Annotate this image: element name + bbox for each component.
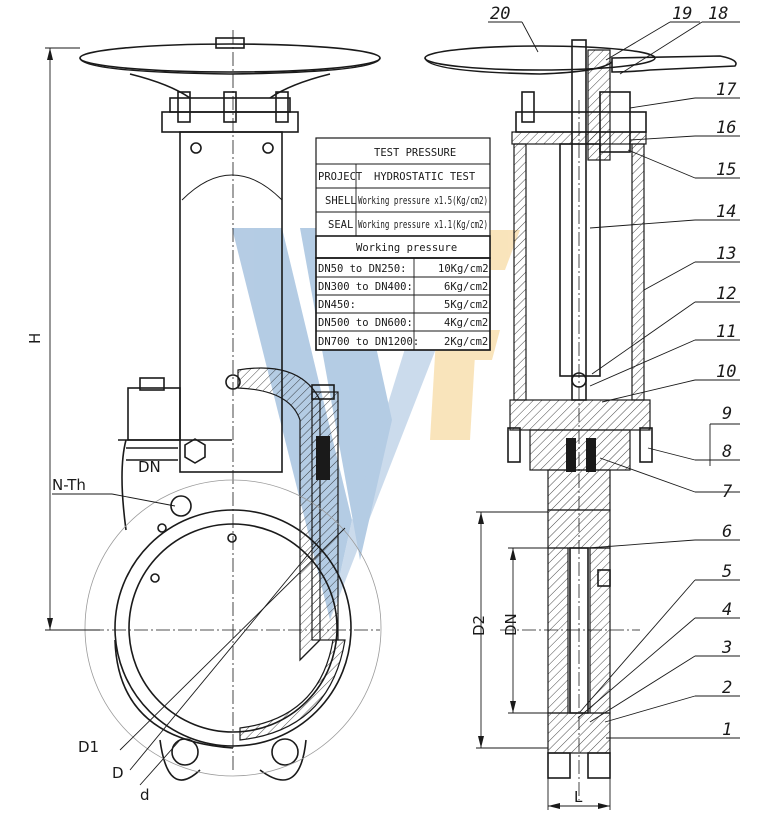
dimension-labels: H N-Th DN D1 D d D2 DN L (26, 333, 583, 806)
part-leaders (488, 21, 740, 739)
dim-H: H (26, 333, 44, 344)
range-size-5: DN700 to DN1200: (318, 336, 419, 348)
balloon-12: 12 (716, 284, 736, 304)
balloon-13: 13 (716, 244, 736, 264)
range-size-2: DN300 to DN400: (318, 281, 413, 293)
balloon-2: 2 (722, 678, 732, 698)
test-pressure-table: TEST PRESSURE PROJECT HYDROSTATIC TEST S… (315, 137, 491, 351)
dim-L: L (574, 788, 583, 806)
range-pressure-2: 6Kg/cm2 (444, 281, 488, 293)
table-working-title: Working pressure (356, 242, 457, 254)
balloon-11: 11 (716, 322, 736, 342)
balloon-18: 18 (708, 4, 728, 24)
range-pressure-1: 10Kg/cm2 (438, 263, 489, 275)
table-seal-value: Working pressure x1.1(Kg/cm2) (358, 219, 488, 231)
table-seal-label: SEAL (328, 219, 353, 231)
dim-d: d (140, 786, 150, 804)
side-view (424, 39, 737, 810)
front-view (45, 30, 382, 786)
balloon-20: 20 (490, 4, 510, 24)
balloon-17: 17 (716, 80, 737, 100)
part-numbers: 20 19 18 17 16 15 14 13 12 11 10 9 8 7 6… (490, 4, 737, 740)
range-size-3: DN450: (318, 299, 356, 311)
dim-DN-side: DN (502, 613, 520, 636)
balloon-6: 6 (722, 522, 732, 542)
balloon-9: 9 (722, 404, 732, 424)
table-title: TEST PRESSURE (374, 147, 456, 159)
table-shell-value: Working pressure x1.5(Kg/cm2) (358, 195, 488, 207)
balloon-5: 5 (722, 562, 732, 582)
table-project-label: PROJECT (318, 171, 363, 183)
balloon-14: 14 (716, 202, 736, 222)
dim-D1: D1 (78, 738, 99, 756)
balloon-3: 3 (721, 638, 732, 658)
range-pressure-3: 5Kg/cm2 (444, 299, 488, 311)
dim-D2: D2 (470, 615, 488, 636)
balloon-19: 19 (672, 4, 692, 24)
balloon-15: 15 (716, 160, 736, 180)
range-pressure-4: 4Kg/cm2 (444, 317, 488, 329)
range-size-1: DN50 to DN250: (318, 263, 407, 275)
balloon-8: 8 (722, 442, 732, 462)
balloon-7: 7 (722, 482, 733, 502)
balloon-16: 16 (716, 118, 736, 138)
dim-N-Th: N-Th (52, 476, 86, 494)
range-size-4: DN500 to DN600: (318, 317, 413, 329)
dim-D: D (112, 764, 124, 782)
balloon-10: 10 (716, 362, 736, 382)
range-pressure-5: 2Kg/cm2 (444, 336, 488, 348)
dim-DN-front: DN (138, 458, 161, 476)
table-shell-label: SHELL (325, 195, 357, 207)
balloon-4: 4 (722, 600, 732, 620)
table-project-value: HYDROSTATIC TEST (374, 171, 476, 183)
balloon-1: 1 (722, 720, 732, 740)
